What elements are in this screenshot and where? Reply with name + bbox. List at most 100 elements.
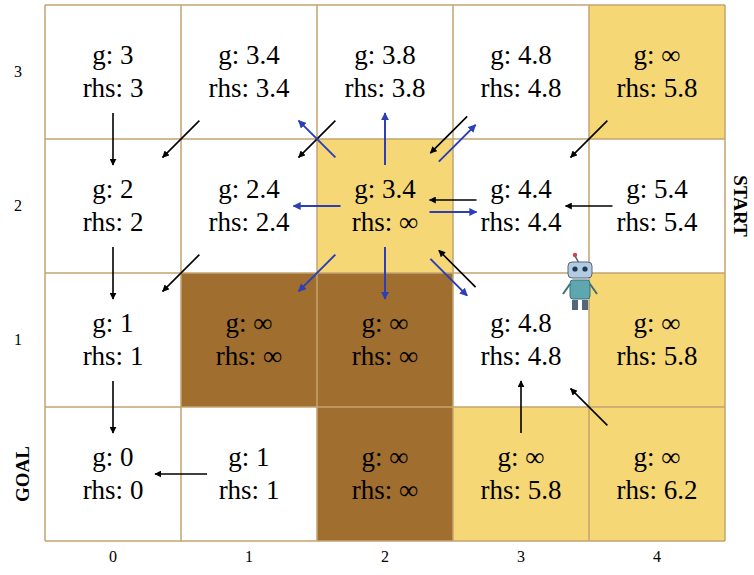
g-value: g: 4.8 <box>490 307 552 340</box>
rhs-value: rhs: ∞ <box>352 474 419 507</box>
g-value: g: 1 <box>228 441 269 474</box>
grid-cell: g: 4.4rhs: 4.4 <box>453 139 589 273</box>
grid-cell: g: 1rhs: 1 <box>45 273 181 407</box>
column-number: 4 <box>653 548 661 566</box>
g-value: g: ∞ <box>634 441 681 474</box>
grid-lines <box>45 5 725 541</box>
backpointer-arrow <box>112 381 114 433</box>
backpointer-arrow <box>571 121 608 158</box>
neighbor-arrow <box>299 121 336 158</box>
backpointer-arrow <box>430 116 467 153</box>
grid-cell: g: 0rhs: 0 <box>45 407 181 541</box>
robot-leg <box>572 300 578 310</box>
neighbor-arrow <box>299 255 336 292</box>
neighbor-arrow <box>439 125 476 162</box>
robot-head <box>568 262 592 278</box>
g-value: g: 2.4 <box>218 173 280 206</box>
neighbor-arrow <box>384 247 386 299</box>
robot-leg <box>582 300 588 310</box>
open-cell <box>589 5 725 139</box>
grid-cell: g: ∞rhs: 5.8 <box>589 5 725 139</box>
grid-cell: g: 3.4rhs: 3.4 <box>181 5 317 139</box>
neighbor-arrow <box>294 205 341 207</box>
rhs-value: rhs: 6.2 <box>617 474 698 507</box>
obstacle-cell <box>317 407 453 541</box>
rhs-value: rhs: ∞ <box>216 340 283 373</box>
grid-cell: g: ∞rhs: 6.2 <box>589 407 725 541</box>
g-value: g: 4.8 <box>490 39 552 72</box>
rhs-value: rhs: 1 <box>83 340 144 373</box>
obstacle-cell <box>181 273 317 407</box>
grid-cell: g: 3rhs: 3 <box>45 5 181 139</box>
rhs-value: rhs: 4.4 <box>481 206 562 239</box>
g-value: g: 2 <box>92 173 133 206</box>
grid-cell: g: ∞rhs: 5.8 <box>453 407 589 541</box>
backpointer-arrow <box>112 113 114 165</box>
g-value: g: ∞ <box>498 441 545 474</box>
rhs-value: rhs: 1 <box>219 474 280 507</box>
backpointer-arrow <box>566 205 613 207</box>
robot-arm <box>563 284 570 294</box>
grid-cell: g: 1rhs: 1 <box>181 407 317 541</box>
grid-cell: g: ∞rhs: ∞ <box>317 407 453 541</box>
grid-cell: g: 2.4rhs: 2.4 <box>181 139 317 273</box>
grid-cell: g: ∞rhs: 5.8 <box>589 273 725 407</box>
robot-eye <box>582 266 587 271</box>
column-number: 2 <box>381 548 389 566</box>
open-cell <box>589 407 725 541</box>
rhs-value: rhs: 5.4 <box>617 206 698 239</box>
rhs-value: rhs: ∞ <box>352 206 419 239</box>
robot-body <box>570 280 590 299</box>
g-value: g: 1 <box>92 307 133 340</box>
neighbor-arrow <box>430 259 467 296</box>
rhs-value: rhs: 3 <box>83 72 144 105</box>
rhs-value: rhs: 3.8 <box>345 72 426 105</box>
backpointer-arrow <box>112 247 114 299</box>
column-number: 0 <box>109 548 117 566</box>
rhs-value: rhs: 5.8 <box>617 340 698 373</box>
robot-antenna-tip <box>573 253 577 257</box>
backpointer-arrow <box>163 121 200 158</box>
backpointer-arrow <box>155 473 207 475</box>
g-value: g: 0 <box>92 441 133 474</box>
backpointer-arrow <box>520 381 522 433</box>
start-label: START <box>729 175 751 236</box>
g-value: g: ∞ <box>226 307 273 340</box>
g-value: g: ∞ <box>362 441 409 474</box>
backpointer-arrow <box>163 255 200 292</box>
grid-cell: g: ∞rhs: ∞ <box>317 273 453 407</box>
row-number: 3 <box>14 63 22 81</box>
row-number: 1 <box>14 331 22 349</box>
g-value: g: 3.4 <box>354 173 416 206</box>
rhs-value: rhs: 5.8 <box>617 72 698 105</box>
rhs-value: rhs: 2.4 <box>209 206 290 239</box>
rhs-value: rhs: ∞ <box>352 340 419 373</box>
neighbor-arrow <box>430 211 477 213</box>
rhs-value: rhs: 4.8 <box>481 340 562 373</box>
row-number: 2 <box>14 197 22 215</box>
rhs-value: rhs: 4.8 <box>481 72 562 105</box>
backpointer-arrow <box>439 250 476 287</box>
grid-cell: g: 3.8rhs: 3.8 <box>317 5 453 139</box>
g-value: g: 3 <box>92 39 133 72</box>
g-value: g: ∞ <box>362 307 409 340</box>
robot-eye <box>572 266 577 271</box>
backpointer-arrow <box>571 389 608 426</box>
open-cell <box>589 273 725 407</box>
g-value: g: ∞ <box>634 307 681 340</box>
g-value: g: 3.4 <box>218 39 280 72</box>
grid-cell: g: 4.8rhs: 4.8 <box>453 5 589 139</box>
rhs-value: rhs: 2 <box>83 206 144 239</box>
backpointer-arrow <box>299 121 336 158</box>
rhs-value: rhs: 5.8 <box>481 474 562 507</box>
backpointer-arrow <box>430 199 477 201</box>
grid-cell: g: 4.8rhs: 4.8 <box>453 273 589 407</box>
g-value: g: ∞ <box>634 39 681 72</box>
rhs-value: rhs: 3.4 <box>209 72 290 105</box>
goal-label: GOAL <box>12 446 34 502</box>
grid-cell: g: 5.4rhs: 5.4 <box>589 139 725 273</box>
robot-arm <box>590 284 597 294</box>
g-value: g: 5.4 <box>626 173 688 206</box>
grid-ground <box>45 5 725 541</box>
g-value: g: 3.8 <box>354 39 416 72</box>
